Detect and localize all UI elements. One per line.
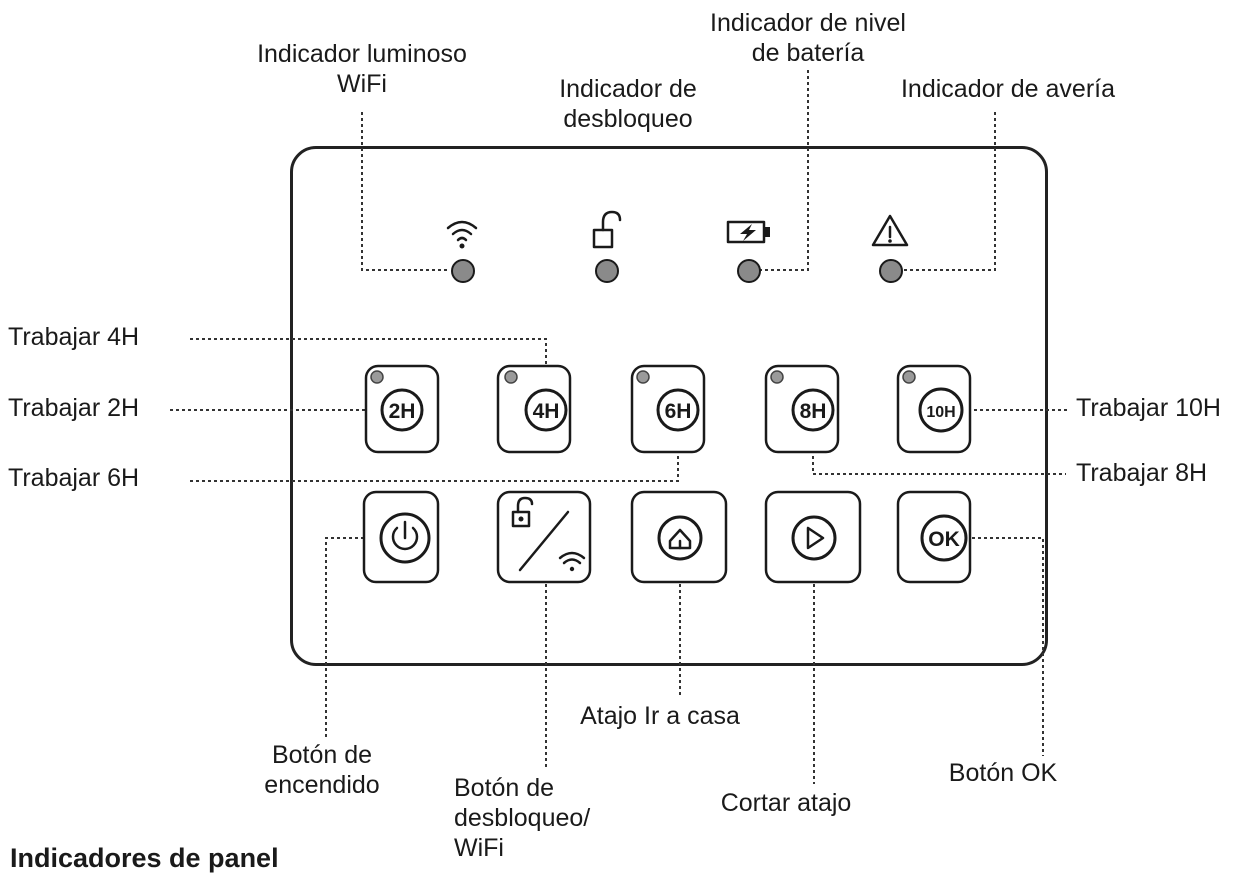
leader-fault: [904, 112, 996, 271]
ok-button[interactable]: OK: [896, 490, 972, 584]
label-wifi-indicator-text: Indicador luminoso WiFi: [257, 40, 467, 98]
leader-4h: [190, 338, 547, 367]
timer-button-4h[interactable]: 4H: [496, 364, 572, 454]
unlock-icon: [592, 210, 622, 249]
label-fault-indicator: Indicador de avería: [900, 75, 1116, 103]
label-unlock-indicator: Indicador de desbloqueo: [518, 74, 738, 134]
section-title: Indicadores de panel: [10, 843, 279, 873]
leader-battery: [752, 70, 809, 271]
label-work-8h: Trabajar 8H: [1076, 459, 1208, 487]
timer-8h-glyph: 8H: [800, 400, 827, 423]
label-battery-indicator-text: Indicador de nivel de batería: [710, 9, 906, 67]
timer-button-6h[interactable]: 6H: [630, 364, 706, 454]
timer-button-8h[interactable]: 8H: [764, 364, 840, 454]
unlock-wifi-button[interactable]: [496, 490, 592, 584]
label-cut-shortcut: Cortar atajo: [720, 789, 852, 817]
leader-6h: [190, 442, 679, 482]
label-unlock-wifi-button: Botón de desbloqueo/ WiFi: [454, 773, 624, 863]
label-work-10h: Trabajar 10H: [1076, 394, 1221, 422]
wifi-icon: [446, 220, 478, 249]
label-home-shortcut: Atajo Ir a casa: [580, 702, 740, 730]
battery-led: [737, 259, 761, 283]
label-work-2h: Trabajar 2H: [8, 394, 140, 422]
fault-led: [879, 259, 903, 283]
play-icon: [806, 526, 825, 550]
unlock-wifi-icon: [511, 496, 586, 572]
label-power-button: Botón de encendido: [242, 740, 402, 800]
power-button[interactable]: [362, 490, 440, 584]
home-shortcut-button[interactable]: [630, 490, 728, 584]
leader-wifi: [361, 112, 450, 271]
timer-4h-glyph: 4H: [533, 400, 560, 423]
timer-button-10h[interactable]: 10H: [896, 364, 972, 454]
label-ok-button: Botón OK: [948, 759, 1058, 787]
timer-2h-glyph: 2H: [389, 400, 416, 423]
label-unlock-indicator-text: Indicador de desbloqueo: [559, 75, 697, 133]
wifi-led: [451, 259, 475, 283]
battery-icon: [726, 220, 770, 244]
ok-glyph: OK: [928, 528, 960, 551]
control-panel: [290, 146, 1048, 666]
unlock-led: [595, 259, 619, 283]
timer-10h-glyph: 10H: [926, 404, 955, 421]
timer-button-2h[interactable]: 2H: [364, 364, 440, 454]
power-icon: [391, 520, 419, 551]
home-icon: [668, 528, 692, 550]
label-wifi-indicator: Indicador luminoso WiFi: [237, 39, 487, 99]
label-unlock-wifi-button-text: Botón de desbloqueo/ WiFi: [454, 774, 591, 862]
cut-shortcut-button[interactable]: [764, 490, 862, 584]
timer-6h-glyph: 6H: [665, 400, 692, 423]
label-power-button-text: Botón de encendido: [264, 741, 380, 799]
fault-warning-icon: [871, 214, 909, 247]
label-work-4h: Trabajar 4H: [8, 323, 140, 351]
label-work-6h: Trabajar 6H: [8, 464, 140, 492]
label-battery-indicator: Indicador de nivel de batería: [678, 8, 938, 68]
leader-ok: [966, 537, 1044, 756]
